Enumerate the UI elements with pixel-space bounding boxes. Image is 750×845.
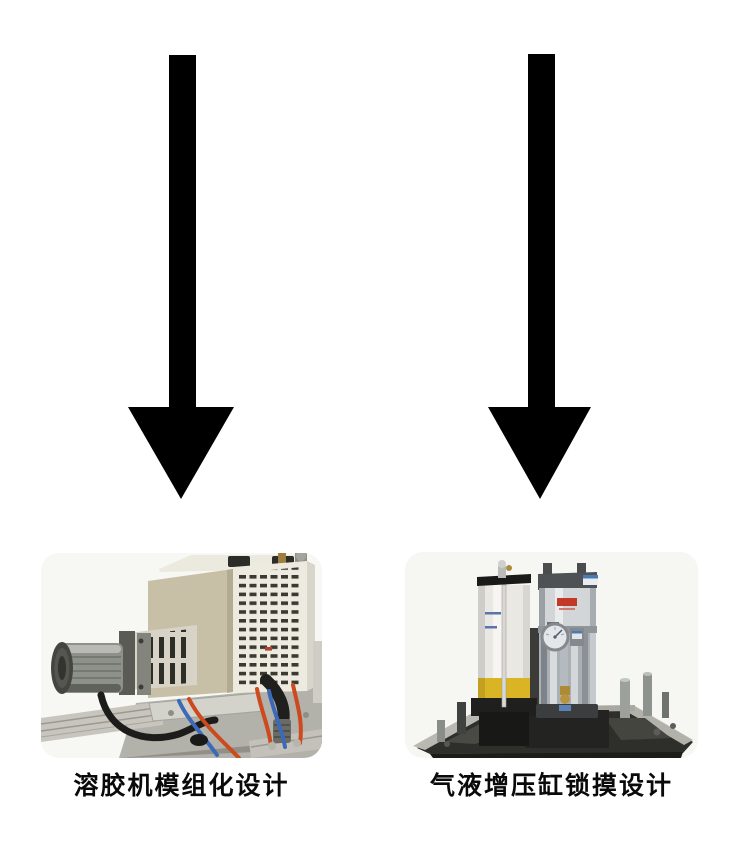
- down-arrow-icon: [488, 54, 591, 499]
- product-figure-right: 气液增压缸锁摸设计: [405, 552, 698, 801]
- down-arrow-icon: [128, 55, 234, 499]
- down-arrow-shape: [488, 54, 591, 499]
- down-arrow-shape: [128, 55, 234, 499]
- booster-cylinder-photo: [405, 552, 698, 758]
- glue-melting-machine-photo: [41, 553, 322, 758]
- booster-cylinder-illustration: [405, 552, 698, 758]
- photo-caption: 溶胶机模组化设计: [73, 771, 290, 800]
- photo-caption: 气液增压缸锁摸设计: [429, 771, 673, 800]
- product-figure-left: 溶胶机模组化设计: [41, 553, 322, 801]
- glue-machine-illustration: [41, 553, 322, 758]
